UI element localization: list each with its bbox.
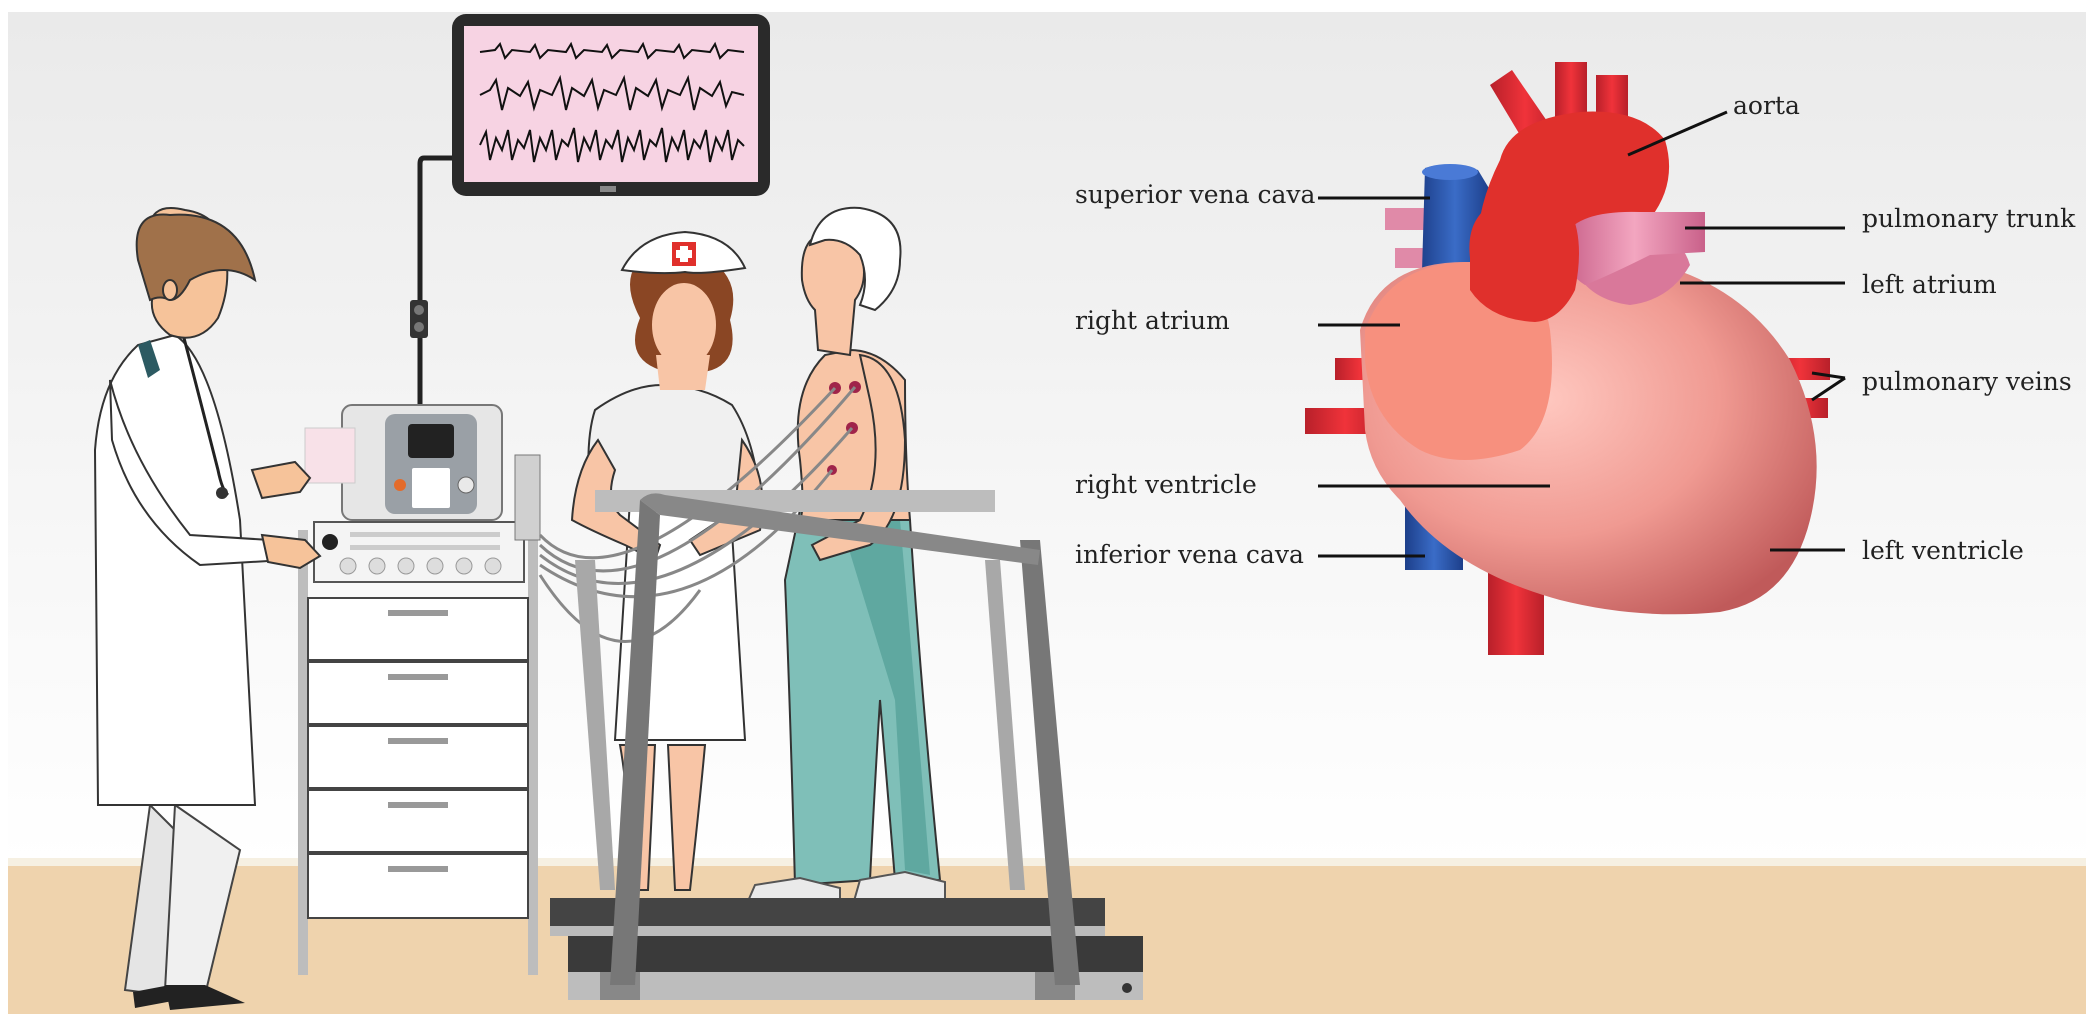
label-pulmonary-trunk: pulmonary trunk [1862, 204, 2076, 233]
label-aorta: aorta [1733, 91, 1800, 120]
label-left-ventricle: left ventricle [1862, 536, 2024, 565]
label-right-ventricle: right ventricle [1075, 470, 1257, 499]
label-left-atrium: left atrium [1862, 270, 1997, 299]
label-pulmonary-veins: pulmonary veins [1862, 367, 2072, 396]
label-superior-vena-cava: superior vena cava [1075, 180, 1316, 209]
label-right-atrium: right atrium [1075, 306, 1230, 335]
label-inferior-vena-cava: inferior vena cava [1075, 540, 1304, 569]
